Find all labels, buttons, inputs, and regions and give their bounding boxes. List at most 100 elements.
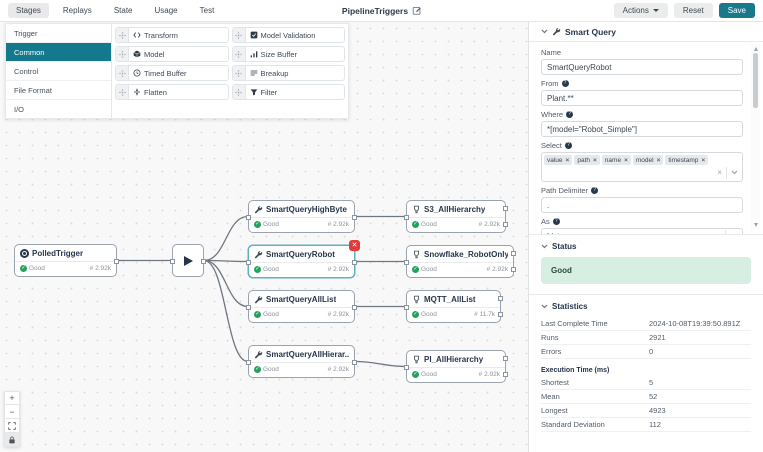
output-port[interactable] — [352, 304, 357, 310]
category-common[interactable]: Common — [6, 43, 111, 62]
flow-node-sq-robot[interactable]: SmartQueryRobotGood# 2.92k — [246, 240, 360, 278]
tab-test[interactable]: Test — [199, 6, 215, 15]
flow-node-play[interactable] — [170, 244, 206, 277]
input-port[interactable] — [246, 304, 251, 310]
from-input[interactable] — [541, 90, 743, 106]
edge-play-to-sq-robot[interactable] — [203, 259, 249, 263]
output-port[interactable] — [511, 251, 516, 256]
chip-remove-icon[interactable]: × — [565, 156, 570, 164]
statistics-section-header[interactable]: Statistics — [541, 302, 751, 311]
delete-node-icon[interactable] — [349, 240, 360, 251]
input-port[interactable] — [246, 359, 251, 365]
input-port[interactable] — [246, 259, 251, 265]
input-port[interactable] — [404, 304, 409, 310]
reset-button[interactable]: Reset — [673, 3, 713, 18]
category-control[interactable]: Control — [6, 62, 111, 81]
input-port[interactable] — [404, 364, 409, 370]
stage-item-model-validation[interactable]: Model Validation — [231, 27, 345, 43]
tab-usage[interactable]: Usage — [154, 6, 178, 15]
drag-handle-icon[interactable] — [116, 47, 129, 61]
select-chip-timestamp[interactable]: timestamp× — [665, 155, 709, 165]
drag-handle-icon[interactable] — [232, 47, 246, 61]
stage-item-flatten[interactable]: Flatten — [115, 84, 229, 100]
stage-item-transform[interactable]: Transform — [115, 27, 229, 43]
flow-node-sq-alllist[interactable]: SmartQueryAllListGood# 2.92k — [246, 290, 357, 323]
scroll-down-icon[interactable] — [753, 223, 758, 227]
drag-handle-icon[interactable] — [232, 85, 246, 99]
category-trigger[interactable]: Trigger — [6, 24, 111, 43]
output-port[interactable] — [201, 258, 206, 264]
drag-handle-icon[interactable] — [116, 85, 129, 99]
output-port[interactable] — [352, 214, 357, 220]
status-section-header[interactable]: Status — [541, 242, 751, 251]
drag-handle-icon[interactable] — [232, 66, 246, 80]
chip-remove-icon[interactable]: × — [656, 156, 661, 164]
save-button[interactable]: Save — [718, 3, 755, 18]
drag-handle-icon[interactable] — [116, 66, 129, 80]
edge-play-to-sq-allhier[interactable] — [203, 259, 249, 363]
select-chip-path[interactable]: path× — [574, 155, 600, 165]
stage-item-breakup[interactable]: Breakup — [231, 65, 345, 81]
category-i-o[interactable]: I/O — [14, 104, 25, 114]
drag-handle-icon[interactable] — [232, 28, 246, 42]
input-port[interactable] — [170, 258, 175, 264]
clear-icon[interactable]: × — [717, 168, 722, 177]
output-port[interactable] — [503, 222, 508, 227]
where-input[interactable] — [541, 121, 743, 137]
input-port[interactable] — [246, 214, 251, 220]
category-file-format[interactable]: File Format — [6, 81, 111, 100]
chip-remove-icon[interactable]: × — [593, 156, 597, 164]
chip-remove-icon[interactable]: × — [701, 156, 706, 164]
path-delimiter-input[interactable] — [541, 197, 743, 213]
output-port[interactable] — [503, 356, 508, 361]
inspector-header[interactable]: Smart Query — [529, 22, 763, 42]
as-select[interactable]: List — [541, 228, 743, 234]
output-port[interactable] — [498, 312, 503, 317]
zoom-out-button[interactable]: − — [4, 405, 20, 419]
flow-node-snowflake[interactable]: Snowflake_RobotOnlyGood# 2.92k — [404, 245, 516, 278]
flow-node-polledtrigger[interactable]: PolledTriggerGood# 2.92k — [14, 244, 119, 277]
tab-state[interactable]: State — [113, 6, 133, 15]
stage-item-size-buffer[interactable]: Size Buffer — [231, 46, 345, 62]
output-port[interactable] — [503, 372, 508, 377]
help-icon[interactable] — [591, 187, 599, 194]
stage-item-model[interactable]: Model — [115, 46, 229, 62]
chevron-down-icon[interactable] — [730, 234, 737, 235]
help-icon[interactable] — [561, 80, 569, 87]
tab-stages[interactable]: Stages — [8, 3, 49, 18]
stage-item-filter[interactable]: Filter — [231, 84, 345, 100]
zoom-in-button[interactable]: + — [4, 391, 20, 405]
scroll-up-icon[interactable] — [753, 47, 758, 51]
name-input[interactable] — [541, 59, 743, 75]
edge-play-to-sq-highbyte[interactable] — [203, 215, 249, 262]
lock-button[interactable] — [4, 433, 20, 447]
help-icon[interactable] — [564, 142, 572, 149]
output-port[interactable] — [114, 258, 119, 264]
stage-item-timed-buffer[interactable]: Timed Buffer — [115, 65, 229, 81]
flow-node-sq-highbyte[interactable]: SmartQueryHighByteGood# 2.92k — [246, 200, 357, 233]
scroll-thumb[interactable] — [753, 53, 758, 108]
select-chip-name[interactable]: name× — [601, 155, 631, 165]
chevron-down-icon[interactable] — [731, 170, 738, 175]
select-chip-value[interactable]: value× — [544, 155, 573, 165]
input-port[interactable] — [404, 259, 409, 265]
edge-sq-allhier-to-pi[interactable] — [354, 360, 407, 368]
form-scrollbar[interactable] — [751, 44, 760, 230]
input-port[interactable] — [404, 214, 409, 220]
output-port[interactable] — [503, 206, 508, 211]
select-multiselect[interactable]: value×path×name×model×timestamp× × — [541, 152, 743, 182]
select-chip-model[interactable]: model× — [632, 155, 664, 165]
drag-handle-icon[interactable] — [116, 28, 129, 42]
flow-node-mqtt[interactable]: MQTT_AllListGood# 11.7k — [404, 290, 503, 323]
output-port[interactable] — [352, 359, 357, 365]
output-port[interactable] — [511, 267, 516, 272]
fit-view-button[interactable] — [4, 419, 20, 433]
flow-node-sq-allhier[interactable]: SmartQueryAllHierar...Good# 2.92k — [246, 345, 357, 378]
actions-button[interactable]: Actions — [613, 3, 668, 18]
chip-remove-icon[interactable]: × — [624, 156, 628, 164]
edit-icon[interactable] — [412, 6, 421, 15]
tab-replays[interactable]: Replays — [62, 6, 92, 15]
output-port[interactable] — [352, 259, 357, 265]
flow-canvas[interactable]: PolledTriggerGood# 2.92k SmartQueryHighBy… — [0, 22, 528, 452]
flow-node-s3[interactable]: S3_AllHierarchyGood# 2.92k — [404, 200, 508, 233]
